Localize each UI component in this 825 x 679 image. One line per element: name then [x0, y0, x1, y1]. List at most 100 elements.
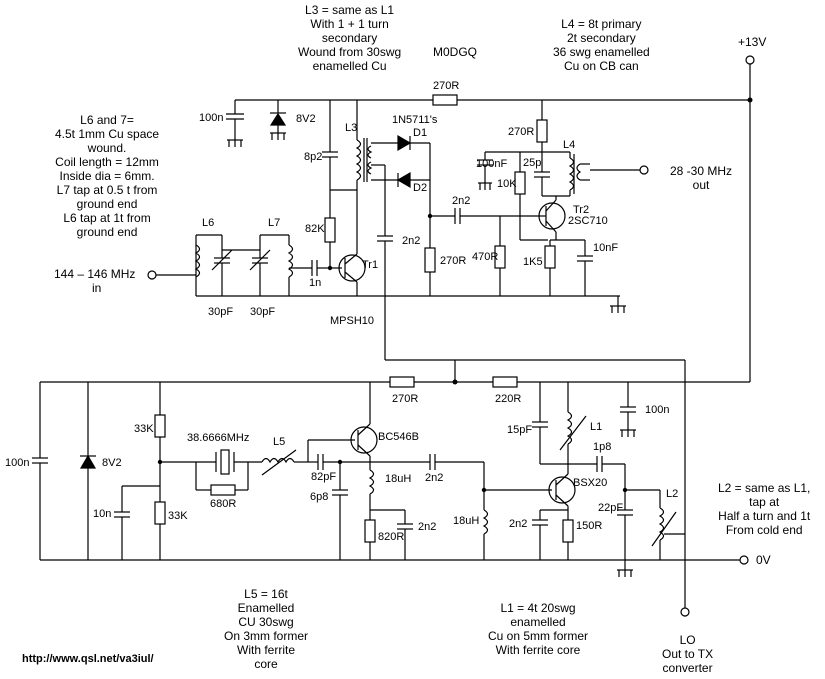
label-r33k-a: 33K	[134, 423, 154, 435]
label-bsx20: BSX20	[573, 477, 607, 489]
component-labels: 100n 8V2 270R L3 1N5711's D1 D2 8p2 82K …	[5, 35, 771, 567]
label-l1: L1	[590, 421, 602, 433]
label-r820: 820R	[378, 531, 404, 543]
coil-l6	[194, 244, 201, 278]
ground-terminal	[739, 555, 749, 565]
label-r82k: 82K	[305, 223, 325, 235]
label-r270-a: 270R	[440, 255, 466, 267]
supply-label: +13V	[738, 35, 766, 49]
label-r470: 470R	[472, 251, 498, 263]
callsign-label: M0DGQ	[433, 45, 477, 59]
label-r270-top: 270R	[433, 80, 459, 92]
inductor-18uh-a	[368, 469, 375, 495]
label-c2n2-mix: 2n2	[402, 235, 420, 247]
note-l5: L5 = 16t Enamelled CU 30swg On 3mm forme…	[224, 587, 309, 671]
label-zener-left: 8V2	[102, 457, 122, 469]
label-r680: 680R	[210, 498, 236, 510]
resistor-220r	[492, 376, 518, 388]
label-c2n2-osc: 2n2	[418, 521, 436, 533]
transistor-tr2	[538, 202, 566, 230]
label-l4: L4	[563, 139, 575, 151]
label-diode-type: 1N5711's	[392, 114, 438, 126]
label-bc546: BC546B	[378, 431, 419, 443]
label-c10n: 10n	[93, 508, 111, 520]
transistor-bsx20	[548, 476, 576, 504]
label-l18uh-b: 18uH	[453, 515, 479, 527]
rf-in-terminal	[147, 270, 157, 280]
note-l1: L1 = 4t 20swg enamelled Cu on 5mm former…	[488, 601, 589, 657]
ground-label: 0V	[756, 553, 771, 567]
label-c2n2-if: 2n2	[452, 195, 470, 207]
label-l18uh-a: 18uH	[385, 473, 411, 485]
supply-terminal	[745, 55, 755, 65]
coil-l3	[355, 139, 362, 181]
label-r270-c: 270R	[392, 393, 418, 405]
coil-l7	[287, 244, 294, 278]
label-c30pf-a: 30pF	[208, 306, 233, 318]
zener-diode-top	[269, 112, 287, 126]
diode-d1	[397, 134, 412, 152]
upper-mixer-circuit	[147, 55, 755, 608]
label-d2: D2	[413, 182, 427, 194]
crystal-xtal	[220, 449, 230, 475]
label-c30pf-b: 30pF	[250, 306, 275, 318]
label-c100n-right: 100n	[645, 404, 669, 416]
label-tr1-type: MPSH10	[330, 315, 374, 327]
coil-l4	[568, 157, 575, 191]
transistor-tr1	[338, 254, 366, 282]
label-r270-b: 270R	[508, 126, 534, 138]
label-c8p2: 8p2	[304, 151, 322, 163]
label-l3: L3	[345, 122, 357, 134]
resistor-270r-a	[424, 247, 436, 273]
resistor-33k-b	[154, 501, 166, 525]
label-r1k5: 1K5	[523, 256, 543, 268]
label-c25p: 25p	[523, 157, 541, 169]
resistor-1k5	[544, 245, 556, 269]
label-r220: 220R	[495, 393, 521, 405]
resistor-33k-a	[154, 414, 166, 438]
label-l6: L6	[202, 217, 214, 229]
note-l6-l7: L6 and 7= 4.5t 1mm Cu space wound. Coil …	[55, 113, 160, 239]
lower-oscillator-circuit	[32, 360, 751, 617]
coil-l5	[261, 457, 295, 464]
resistor-270r-c	[389, 376, 415, 388]
label-c10nf: 10nF	[593, 242, 618, 254]
zener-diode-left	[79, 454, 97, 469]
resistor-270r-b	[536, 119, 548, 143]
label-c6p8: 6p8	[310, 491, 328, 503]
label-l5: L5	[273, 436, 285, 448]
label-r10k: 10K	[497, 178, 517, 190]
label-l7: L7	[268, 217, 280, 229]
coil-l2	[658, 507, 665, 541]
label-c1n: 1n	[309, 277, 321, 289]
label-r150: 150R	[576, 520, 602, 532]
label-tr2: Tr2	[573, 204, 589, 216]
label-c1p8: 1p8	[593, 441, 611, 453]
note-l2: L2 = same as L1, tap at Half a turn and …	[718, 481, 811, 537]
resistor-270r-top	[432, 94, 458, 106]
label-c100nf-if: 100nF	[476, 158, 507, 170]
label-xtal: 38.6666MHz	[187, 432, 249, 444]
label-l2: L2	[666, 488, 678, 500]
label-tr1: Tr1	[362, 259, 378, 271]
resistor-820r	[364, 519, 376, 543]
label-r33k-b: 33K	[168, 510, 188, 522]
label-c2n2-c: 2n2	[425, 472, 443, 484]
lo-out-label: LO Out to TX converter	[662, 633, 714, 675]
label-zener-top: 8V2	[296, 113, 316, 125]
diode-d2	[396, 171, 411, 189]
resistor-82k	[324, 217, 336, 243]
coil-l1	[566, 411, 573, 445]
source-url[interactable]: http://www.qsl.net/va3iul/	[22, 653, 154, 665]
label-c22pf: 22pF	[598, 502, 623, 514]
inductor-18uh-b	[482, 509, 489, 535]
note-l3: L3 = same as L1 With 1 + 1 turn secondar…	[298, 3, 402, 73]
label-c100n-top: 100n	[199, 112, 223, 124]
lo-out-terminal	[680, 607, 690, 617]
resistor-680r	[210, 484, 236, 496]
label-tr2-type: 2SC710	[568, 215, 608, 227]
transistor-bc546b	[350, 426, 378, 454]
label-c82pf: 82pF	[311, 471, 336, 483]
resistor-150r	[562, 519, 574, 543]
